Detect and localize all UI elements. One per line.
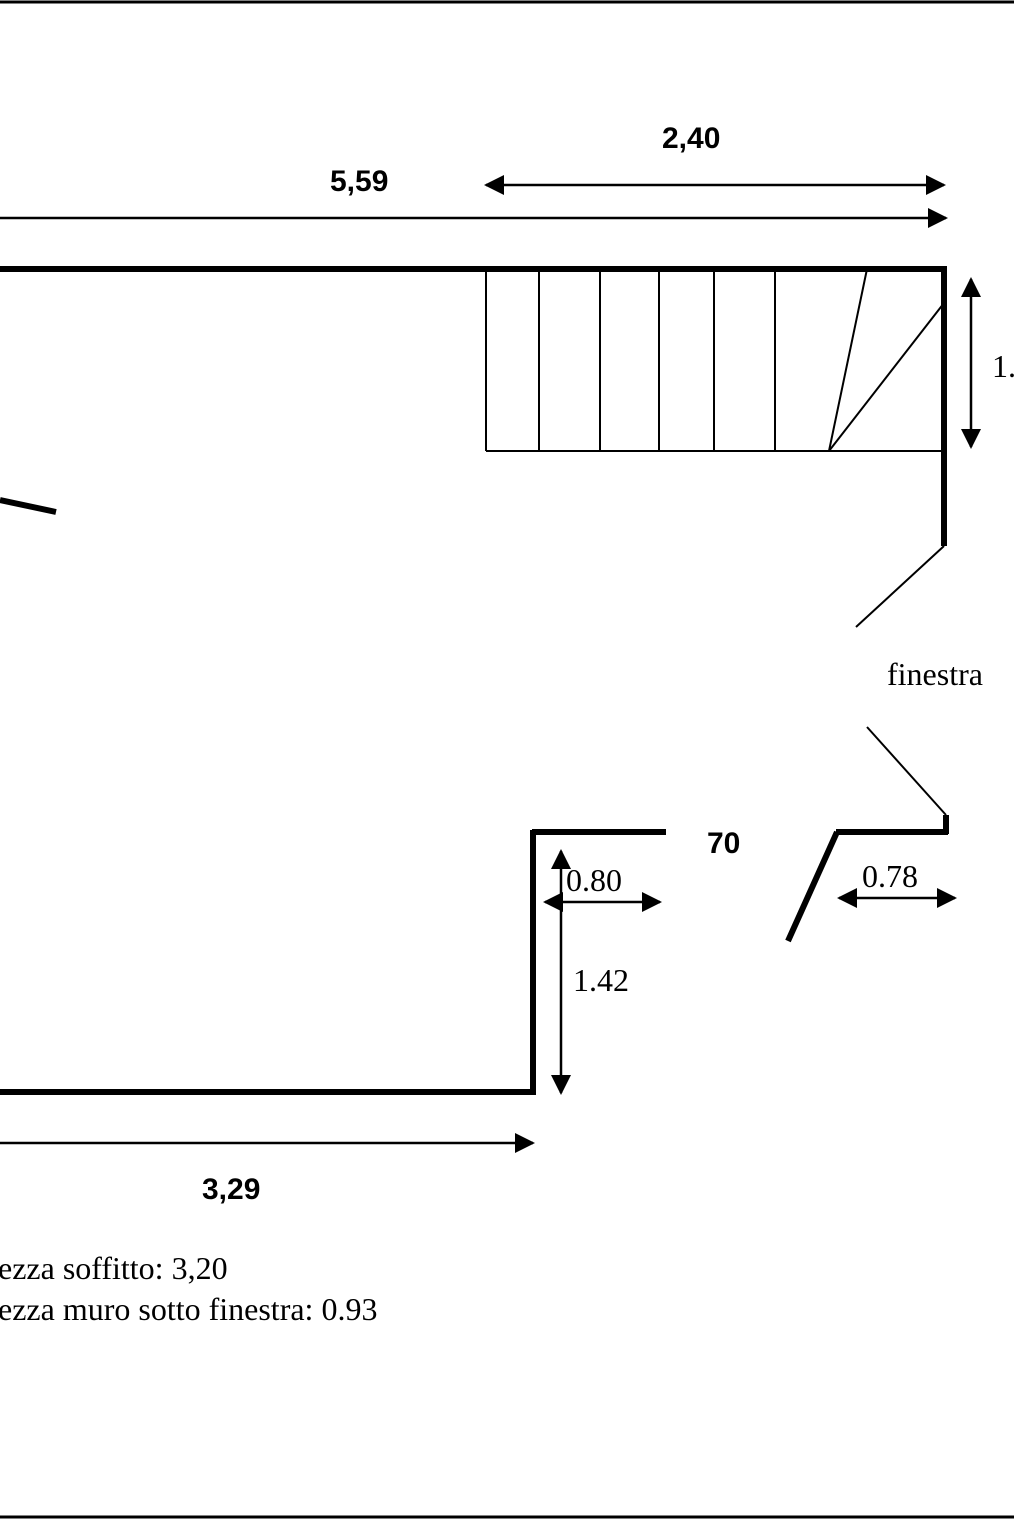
dimension-label-stair-width: 2,40 xyxy=(662,122,720,155)
dimension-label-recess-depth: 1.42 xyxy=(573,962,629,998)
dimension-label-bottom-total: 3,29 xyxy=(202,1173,260,1206)
dimension-label-recess-width: 0.80 xyxy=(566,862,622,898)
door-swing-line xyxy=(0,497,57,515)
dimension-label-top-total: 5,59 xyxy=(330,165,388,198)
window-line-lower xyxy=(866,726,947,816)
dimension-label-stair-depth: 1. xyxy=(992,348,1014,384)
window-line-upper xyxy=(855,545,945,628)
window-label: finestra xyxy=(887,656,983,692)
staircase xyxy=(485,268,945,452)
wall-diagonal xyxy=(785,830,840,943)
dimension-label-right-segment: 0.78 xyxy=(862,858,918,894)
note-ceiling-height: ezza soffitto: 3,20 xyxy=(0,1250,228,1286)
note-wall-under-window: ezza muro sotto finestra: 0.93 xyxy=(0,1291,377,1327)
dimension-label-opening: 70 xyxy=(707,827,740,860)
